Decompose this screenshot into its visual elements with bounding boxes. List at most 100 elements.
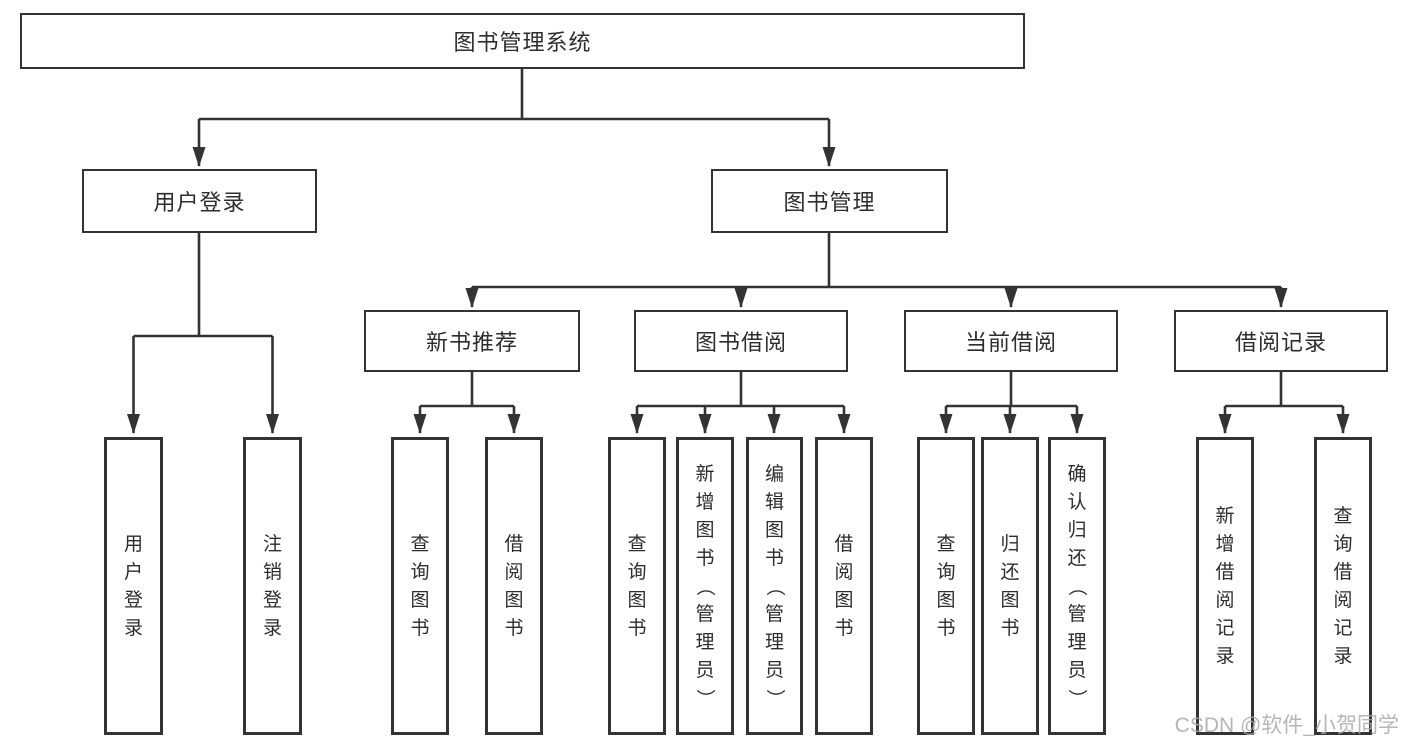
vertical-char: 图: [695, 519, 715, 541]
csdn-watermark: CSDN @软件_小贺同学: [1174, 714, 1399, 737]
vertical-char: 归: [1067, 519, 1087, 541]
vertical-char: ）: [763, 688, 785, 708]
node-leaf-return-book-label: 归还图书: [1000, 535, 1019, 638]
vertical-char: 借: [504, 533, 524, 555]
node-root: 图书管理系统: [20, 13, 1025, 69]
vertical-char: 户: [123, 561, 143, 583]
vertical-char: 借: [1215, 561, 1235, 583]
vertical-char: 录: [262, 617, 282, 639]
node-leaf-user-login-label: 用户登录: [124, 535, 143, 638]
vertical-char: 图: [504, 589, 524, 611]
vertical-char: 查: [936, 533, 956, 555]
node-leaf-add-book-admin-label: 新增图书（管理员）: [694, 463, 716, 708]
vertical-char: 图: [1000, 589, 1020, 611]
vertical-char: ）: [694, 688, 716, 708]
vertical-char: 辑: [764, 491, 784, 513]
node-user-login: 用户登录: [82, 169, 317, 233]
vertical-char: 还: [1000, 561, 1020, 583]
vertical-char: 新: [695, 463, 715, 485]
node-leaf-query-borrow-record-label: 查询借阅记录: [1333, 507, 1352, 666]
vertical-char: 员: [1067, 659, 1087, 681]
node-borrowing-records-label: 借阅记录: [1234, 330, 1327, 355]
vertical-char: 阅: [1333, 589, 1353, 611]
vertical-char: 记: [1333, 617, 1353, 639]
vertical-char: 借: [1333, 561, 1353, 583]
node-leaf-return-book: 归还图书: [981, 437, 1039, 735]
node-book-management-label: 图书管理: [783, 190, 876, 215]
node-leaf-query-books-current-label: 查询图书: [936, 535, 955, 638]
vertical-char: 图: [834, 589, 854, 611]
vertical-char: 管: [764, 603, 784, 625]
vertical-char: 注: [262, 533, 282, 555]
vertical-char: 查: [627, 533, 647, 555]
vertical-char: 用: [123, 533, 143, 555]
vertical-char: 还: [1067, 547, 1087, 569]
node-leaf-logout: 注销登录: [243, 437, 302, 735]
node-book-borrowing-label: 图书借阅: [694, 330, 787, 355]
vertical-char: 认: [1067, 491, 1087, 513]
vertical-char: 询: [410, 561, 430, 583]
vertical-char: 阅: [1215, 589, 1235, 611]
node-current-borrowing-label: 当前借阅: [964, 330, 1057, 355]
node-current-borrowing: 当前借阅: [904, 310, 1118, 372]
vertical-char: 登: [262, 589, 282, 611]
node-leaf-borrow-books-borrowing-label: 借阅图书: [834, 535, 853, 638]
node-new-book-recommendation-label: 新书推荐: [425, 330, 518, 355]
vertical-char: 书: [936, 617, 956, 639]
node-leaf-borrow-books-recommend: 借阅图书: [485, 437, 543, 735]
vertical-char: 书: [410, 617, 430, 639]
node-leaf-add-borrow-record-label: 新增借阅记录: [1215, 507, 1234, 666]
vertical-char: 图: [627, 589, 647, 611]
node-leaf-confirm-return-admin-label: 确认归还（管理员）: [1066, 465, 1088, 708]
node-leaf-edit-book-admin: 编辑图书（管理员）: [746, 437, 803, 735]
vertical-char: 员: [764, 659, 784, 681]
node-leaf-query-borrow-record: 查询借阅记录: [1314, 437, 1372, 735]
vertical-char: 询: [627, 561, 647, 583]
vertical-char: 归: [1000, 533, 1020, 555]
vertical-char: ）: [1066, 688, 1088, 708]
vertical-char: 书: [1000, 617, 1020, 639]
vertical-char: 书: [695, 547, 715, 569]
node-leaf-query-books-recommend: 查询图书: [391, 437, 449, 735]
vertical-char: 阅: [834, 561, 854, 583]
vertical-char: 书: [834, 617, 854, 639]
node-leaf-add-borrow-record: 新增借阅记录: [1196, 437, 1254, 735]
vertical-char: 登: [123, 589, 143, 611]
node-leaf-add-book-admin: 新增图书（管理员）: [676, 437, 734, 735]
vertical-char: （: [694, 576, 716, 596]
node-borrowing-records: 借阅记录: [1174, 310, 1388, 372]
node-leaf-logout-label: 注销登录: [263, 535, 282, 638]
node-leaf-query-books-borrowing: 查询图书: [608, 437, 666, 735]
vertical-char: （: [1066, 576, 1088, 596]
vertical-char: 销: [262, 561, 282, 583]
vertical-char: 录: [123, 617, 143, 639]
node-leaf-confirm-return-admin: 确认归还（管理员）: [1048, 437, 1106, 735]
node-root-label: 图书管理系统: [453, 30, 592, 55]
vertical-char: 管: [695, 603, 715, 625]
vertical-char: 图: [936, 589, 956, 611]
node-new-book-recommendation: 新书推荐: [364, 310, 580, 372]
vertical-char: 图: [410, 589, 430, 611]
vertical-char: 员: [695, 659, 715, 681]
node-leaf-query-books-recommend-label: 查询图书: [410, 535, 429, 638]
vertical-char: 理: [695, 631, 715, 653]
node-user-login-label: 用户登录: [153, 190, 246, 215]
node-leaf-borrow-books-borrowing: 借阅图书: [815, 437, 873, 735]
vertical-char: 书: [627, 617, 647, 639]
node-leaf-user-login: 用户登录: [104, 437, 163, 735]
node-leaf-query-books-current: 查询图书: [917, 437, 975, 735]
vertical-char: 询: [1333, 533, 1353, 555]
vertical-char: 增: [1215, 533, 1235, 555]
node-leaf-borrow-books-recommend-label: 借阅图书: [504, 535, 523, 638]
vertical-char: 阅: [504, 561, 524, 583]
node-leaf-edit-book-admin-label: 编辑图书（管理员）: [763, 465, 785, 708]
vertical-char: 新: [1215, 505, 1235, 527]
vertical-char: 录: [1333, 645, 1353, 667]
node-book-borrowing: 图书借阅: [634, 310, 848, 372]
node-leaf-query-books-borrowing-label: 查询图书: [627, 535, 646, 638]
vertical-char: 录: [1215, 645, 1235, 667]
vertical-char: 记: [1215, 617, 1235, 639]
vertical-char: （: [763, 576, 785, 596]
